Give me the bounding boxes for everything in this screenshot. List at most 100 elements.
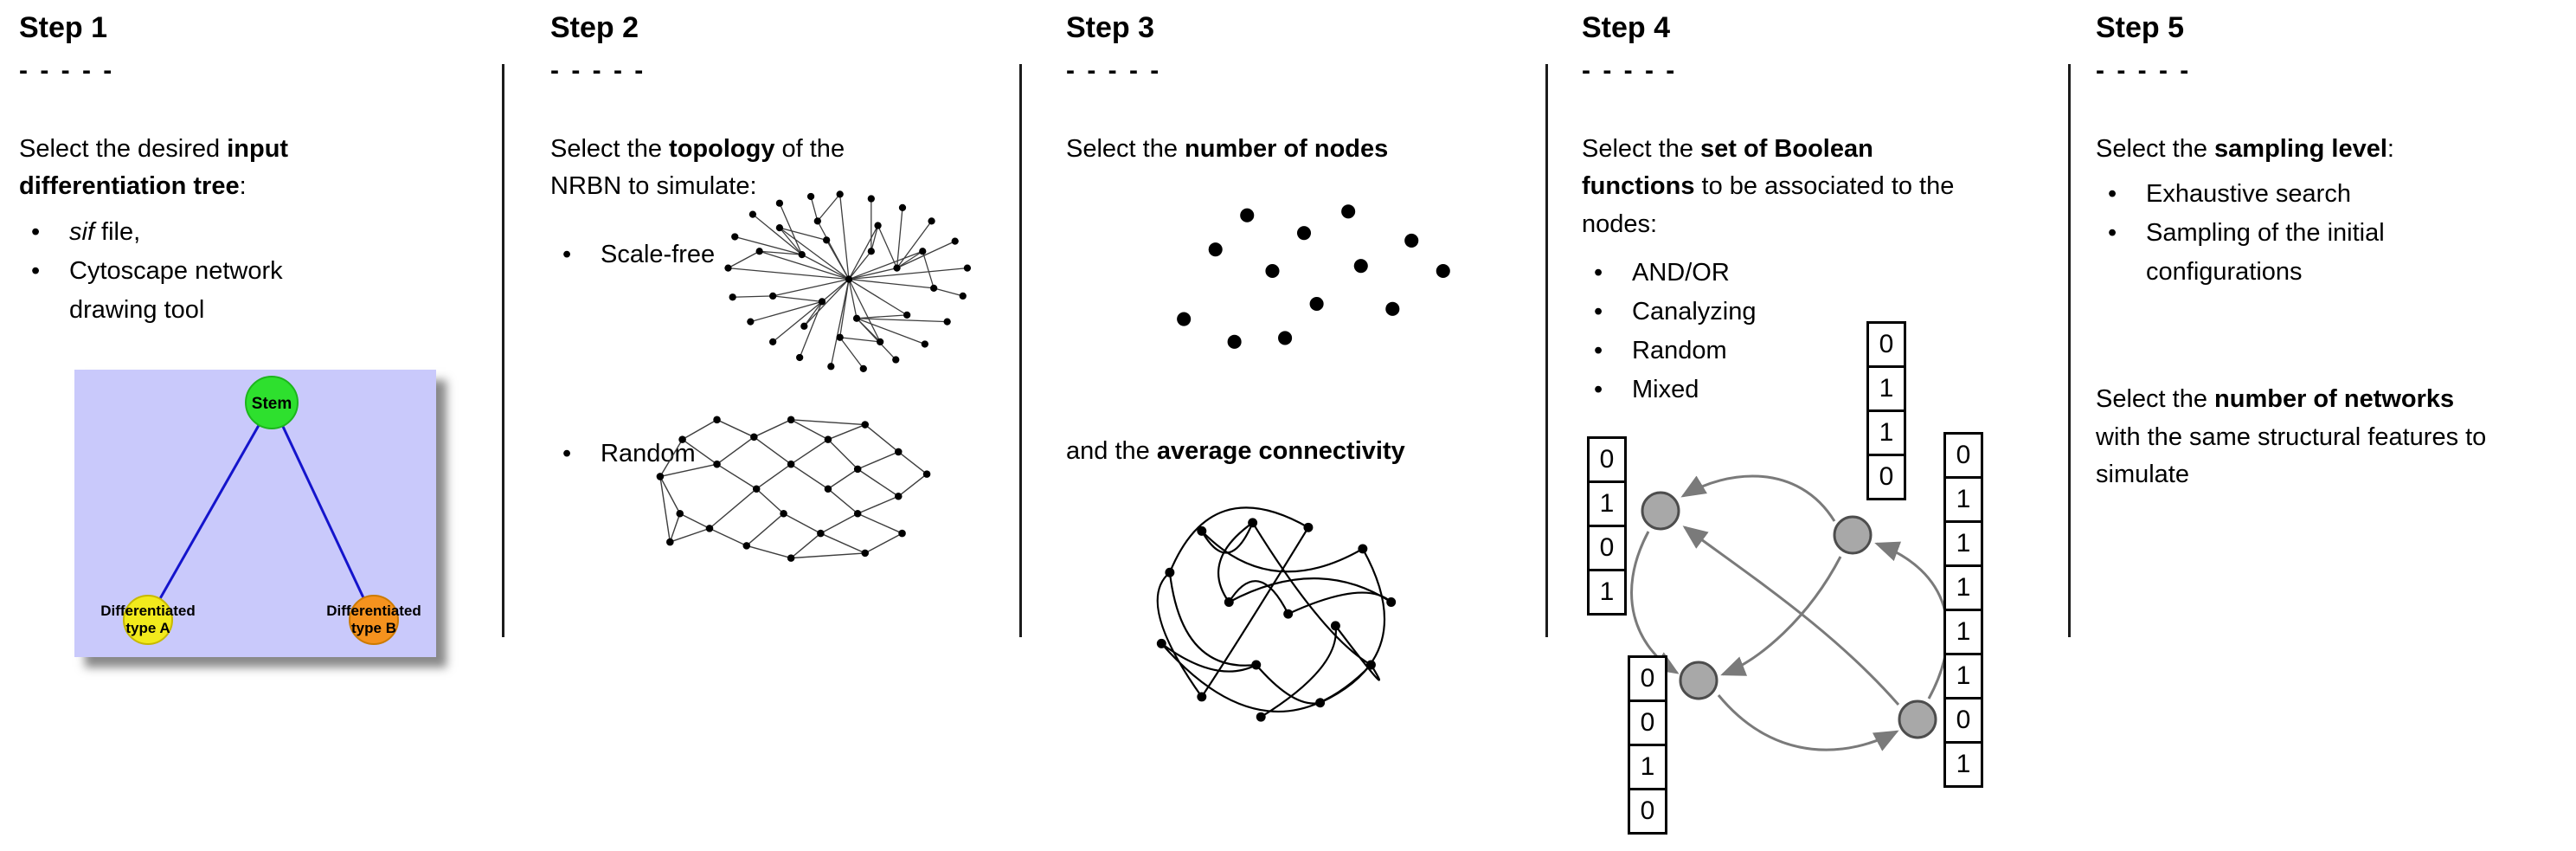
- graph-edge: [848, 279, 858, 319]
- graph-edge: [803, 300, 823, 327]
- step5-sampling-bold: sampling level: [2214, 134, 2387, 163]
- step5-instruction-networks: Select the number of networks with the s…: [2096, 385, 2487, 488]
- graph-edge: [857, 318, 948, 323]
- graph-node: [813, 217, 821, 225]
- graph-node: [713, 416, 721, 424]
- graph-edge: [1334, 625, 1380, 681]
- graph-edge: [753, 436, 792, 465]
- graph-node: [823, 236, 831, 244]
- influence-arrow: [1682, 525, 1900, 706]
- graph-node: [769, 338, 777, 346]
- gene-node: [1679, 661, 1718, 700]
- truth-table-cell: 1: [1943, 609, 1983, 655]
- graph-edge: [897, 474, 928, 497]
- type-a-node: [123, 595, 173, 645]
- graph-edge: [716, 419, 755, 438]
- graph-node: [824, 435, 832, 443]
- graph-node: [1296, 226, 1312, 241]
- step1-title: Step 1: [19, 11, 108, 44]
- influence-arrow: [1680, 474, 1836, 522]
- graph-edge: [827, 488, 858, 514]
- graph-node: [903, 311, 911, 319]
- step1-option-sif: sif file,: [19, 213, 491, 252]
- graph-node: [1197, 525, 1207, 536]
- graph-node: [1248, 518, 1258, 528]
- graph-node: [676, 509, 684, 518]
- graph-node: [852, 314, 861, 322]
- graph-node: [731, 233, 739, 241]
- graph-edge: [839, 337, 864, 370]
- graph-edge: [848, 250, 872, 280]
- graph-edge: [857, 451, 899, 470]
- graph-edge: [1168, 506, 1309, 573]
- step5-dashes: - - - - -: [2096, 55, 2192, 85]
- step2-option-scalefree-wrap: Scale-free: [550, 235, 775, 274]
- graph-edge: [801, 254, 850, 280]
- influence-arrow: [1720, 556, 1842, 676]
- graph-node: [836, 190, 844, 198]
- graph-edge: [716, 436, 755, 465]
- truth-table-cell: 1: [1943, 653, 1983, 699]
- graph-node: [787, 554, 795, 562]
- graph-node: [1283, 609, 1294, 619]
- graph-node: [1227, 334, 1242, 349]
- graph-edge: [1288, 591, 1392, 616]
- graph-edge: [857, 513, 903, 534]
- graph-node: [1315, 698, 1326, 708]
- step2-instruction-bold: topology: [669, 134, 775, 163]
- graph-node: [1251, 660, 1262, 670]
- step3-connectivity-bold: average connectivity: [1156, 437, 1405, 465]
- graph-node: [747, 318, 755, 326]
- graph-node: [1278, 331, 1293, 345]
- graph-edge: [848, 225, 879, 280]
- graph-edge: [1160, 642, 1372, 712]
- truth-table-cell: 1: [1943, 564, 1983, 611]
- differentiation-tree-image: Stem Differentiated type A Differentiate…: [74, 370, 436, 657]
- type-b-label-line2: type B: [351, 620, 396, 636]
- graph-edge: [732, 295, 774, 298]
- graph-node: [666, 538, 674, 546]
- step3-instruction-nodes: Select the number of nodes: [1066, 134, 1389, 163]
- graph-node: [1177, 312, 1192, 326]
- step2-title: Step 2: [550, 11, 639, 44]
- step4-instruction: Select the set of Boolean functions to b…: [1582, 134, 1955, 238]
- graph-node: [775, 199, 784, 207]
- step1-instruction-bold: input differentiation tree: [19, 134, 289, 201]
- graph-edge: [755, 488, 785, 514]
- graph-node: [755, 248, 763, 255]
- graph-edge: [779, 203, 803, 255]
- graph-node: [678, 435, 686, 443]
- step4-option-mixed: Mixed: [1582, 371, 2059, 409]
- step1-options: sif file, Cytoscape network drawing tool: [19, 213, 491, 330]
- graph-node: [1330, 621, 1340, 631]
- truth-table-cell: 1: [1866, 409, 1906, 456]
- graph-edge: [728, 250, 760, 269]
- truth-table-cell: 0: [1628, 788, 1667, 835]
- graph-edge: [659, 463, 717, 478]
- graph-edge: [783, 513, 821, 534]
- graph-edge: [754, 419, 792, 438]
- graph-node: [1165, 567, 1175, 577]
- graph-node: [1265, 263, 1280, 279]
- step2-instruction: Select the topology of the NRBN to simul…: [550, 134, 845, 201]
- tree-edge-a: [146, 402, 273, 621]
- graph-edge: [750, 300, 823, 323]
- step5-column: Step 5 - - - - - Select the sampling lev…: [2096, 10, 2546, 841]
- step3-title: Step 3: [1066, 11, 1155, 44]
- graph-edge: [810, 196, 819, 222]
- graph-edge: [1320, 548, 1386, 704]
- truth-table-cell: 1: [1943, 476, 1983, 523]
- step5-option-sampling: Sampling of the initial configurations: [2096, 214, 2546, 292]
- gene-node: [1898, 699, 1937, 739]
- graph-edge: [682, 439, 717, 465]
- step4-column: Step 4 - - - - - Select the set of Boole…: [1582, 10, 2059, 841]
- graph-node: [1309, 296, 1324, 312]
- truth-table-cell: 0: [1943, 432, 1983, 479]
- graph-edge: [659, 439, 684, 477]
- truth-table-cell: 1: [1587, 569, 1627, 616]
- truth-table-cell: 1: [1628, 744, 1667, 790]
- graph-edge: [877, 225, 898, 268]
- graph-node: [1353, 259, 1368, 274]
- graph-edge: [1160, 642, 1257, 673]
